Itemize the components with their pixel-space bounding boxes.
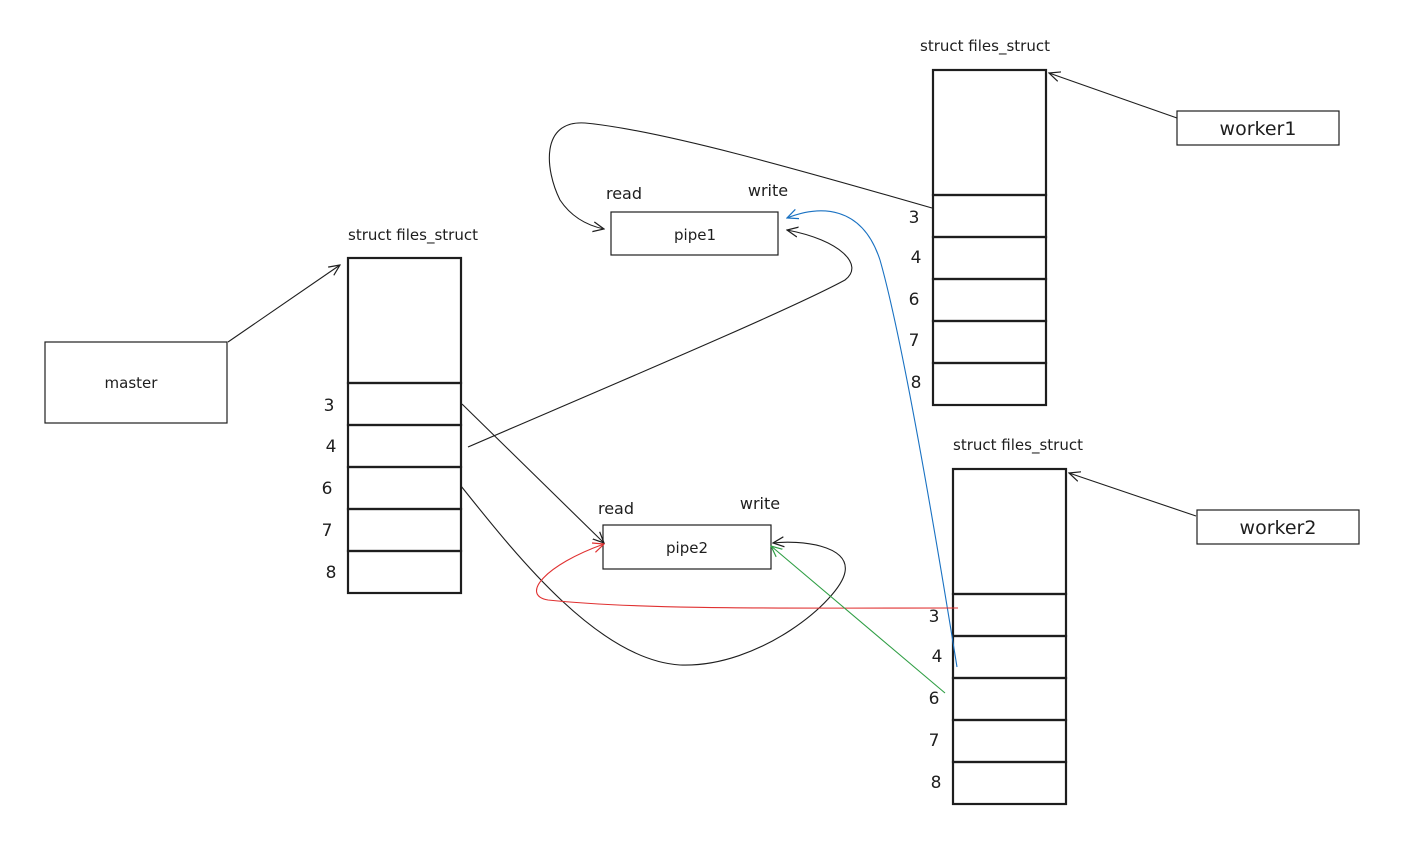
worker1-fd-slot-8 [931,361,1048,407]
pipe1-box [610,211,779,256]
master-fd-number: 8 [326,563,337,583]
worker2-fd-number: 4 [932,647,943,667]
worker2-files-struct: struct files_struct 3 4 6 7 8 [929,436,1083,806]
master-fd6-to-pipe2-write-arrow [460,485,846,666]
worker1-fd-number: 4 [911,248,922,268]
master-fd-slot-3 [346,381,463,427]
worker2-fd-slot-7 [951,718,1068,764]
worker2-label: worker2 [1240,517,1317,539]
worker1-fd-slot-4 [931,235,1048,281]
master-fd-number: 4 [326,437,337,457]
worker1-fd-number: 6 [909,290,920,310]
worker2-fd-number: 7 [929,731,940,751]
worker2-fd-number: 3 [929,607,940,627]
master-struct-title: struct files_struct [348,226,478,245]
pipe1: pipe1 read write [606,181,788,256]
pipe2-write-label: write [740,494,780,513]
master-fd-table-header [346,256,463,385]
pipe1-label: pipe1 [674,226,716,244]
pipe1-write-label: write [748,181,788,200]
worker1-files-struct: struct files_struct 3 4 6 7 8 [909,37,1050,407]
master-fd-slot-8 [346,549,463,595]
worker1-to-struct-arrow [1049,73,1178,119]
worker2-fd-slot-8 [951,760,1068,806]
master-process: master [44,341,228,424]
worker2-fd6-to-pipe2-write-arrow [771,546,946,694]
worker1-fd-number: 7 [909,331,920,351]
pipe1-read-label: read [606,184,642,203]
worker2-fd-slot-6 [951,676,1068,722]
worker1-fd-table-header [931,68,1048,197]
worker1-fd3-to-pipe1-read-arrow [548,122,933,229]
worker2-box [1196,509,1360,545]
pipe2: pipe2 read write [598,494,780,570]
worker2-struct-title: struct files_struct [953,436,1083,455]
master-files-struct: struct files_struct 3 4 6 7 8 [322,226,478,595]
worker1-fd-slot-3 [931,193,1048,239]
worker2-fd-slot-3 [951,592,1068,638]
worker1-fd-number: 3 [909,208,920,228]
master-fd-slot-7 [346,507,463,553]
master-fd-number: 7 [322,521,333,541]
pipe2-label: pipe2 [666,539,708,557]
worker2-process: worker2 [1196,509,1360,545]
worker1-label: worker1 [1220,118,1297,140]
worker2-fd-slot-4 [951,634,1068,680]
worker2-to-struct-arrow [1069,473,1197,517]
master-box [44,341,228,424]
worker2-fd-number: 8 [931,773,942,793]
master-to-struct-arrow [227,265,340,343]
master-fd-slot-4 [346,423,463,469]
worker1-fd-slot-6 [931,277,1048,323]
worker1-struct-title: struct files_struct [920,37,1050,56]
master-fd-number: 3 [324,396,335,416]
worker1-fd-slot-7 [931,319,1048,365]
master-fd-slot-6 [346,465,463,511]
master-fd3-to-pipe2-read-arrow [461,403,604,543]
master-label: master [105,374,159,392]
master-fd4-to-pipe1-write-arrow [467,230,853,448]
worker1-process: worker1 [1176,110,1340,146]
worker1-box [1176,110,1340,146]
worker2-fd4-to-pipe1-write-arrow [787,211,958,668]
worker2-fd-number: 6 [929,689,940,709]
worker1-fd-number: 8 [911,373,922,393]
worker2-fd3-to-pipe2-read-arrow [536,544,959,609]
pipe2-read-label: read [598,499,634,518]
worker2-fd-table-header [951,467,1068,596]
master-fd-number: 6 [322,479,333,499]
